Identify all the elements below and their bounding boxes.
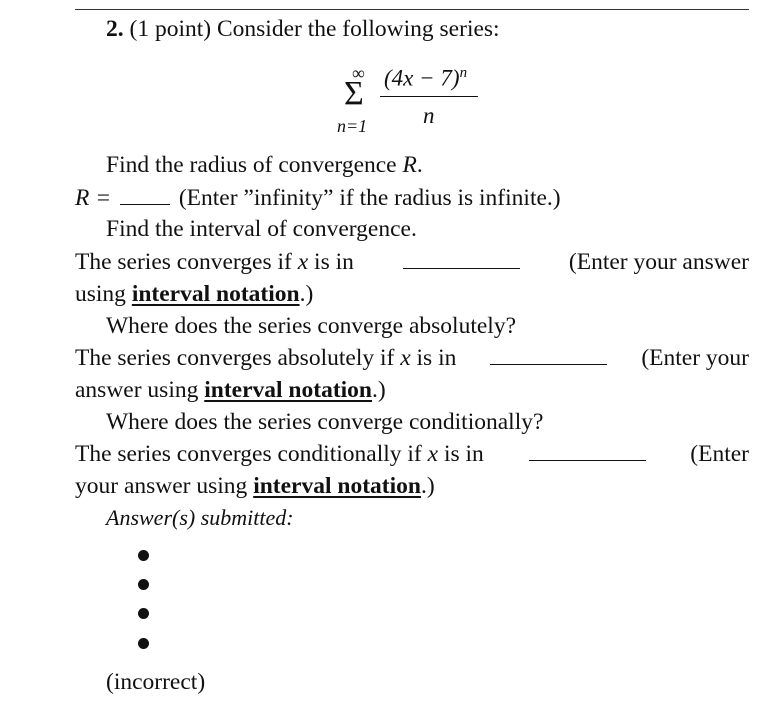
submission-status: (incorrect) <box>106 669 206 695</box>
radius-label: R = <box>75 185 112 211</box>
submitted-answer-bullet <box>138 550 149 561</box>
interval-notation-link[interactable]: interval notation <box>131 281 300 307</box>
conditional-prompt: Where does the series converge condition… <box>106 409 544 435</box>
conditional-tail: (Enter <box>690 441 749 467</box>
sigma-symbol: Σ <box>344 75 364 112</box>
numerator: (4x − 7)n <box>384 66 467 90</box>
problem-intro: Consider the following series: <box>216 16 500 42</box>
absolute-lead: The series converges absolutely if x is … <box>75 345 457 371</box>
absolute-answer-blank[interactable] <box>490 363 608 365</box>
conditional-notation-link[interactable]: interval notation <box>253 473 421 499</box>
conditional-answer-line: The series converges conditionally if x … <box>75 441 749 467</box>
radius-prompt: Find the radius of convergence R. <box>106 152 423 178</box>
absolute-prompt: Where does the series converge absolutel… <box>106 313 516 339</box>
numerator-base: (4x − 7) <box>384 65 460 91</box>
submitted-answer-bullet <box>138 638 149 649</box>
interval-prompt: Find the interval of convergence. <box>106 216 417 242</box>
interval-answer-blank[interactable] <box>402 267 520 269</box>
interval-lead: The series converges if x is in <box>75 249 354 275</box>
numerator-exponent: n <box>459 65 468 81</box>
radius-answer-line: R = (Enter ”infinity” if the radius is i… <box>75 185 561 211</box>
conditional-lead: The series converges conditionally if x … <box>75 441 484 467</box>
sum-upper-limit: ∞ <box>352 63 365 83</box>
problem-number: 2. <box>106 16 124 42</box>
submitted-answer-bullet <box>138 608 149 619</box>
sum-lower-limit: n=1 <box>337 116 368 136</box>
answers-submitted-heading: Answer(s) submitted: <box>106 505 294 530</box>
absolute-answer-line: The series converges absolutely if x is … <box>75 345 749 371</box>
denominator: n <box>423 103 435 128</box>
interval-answer-line: The series converges if x is in (Enter y… <box>75 249 749 275</box>
radius-note: (Enter ”infinity” if the radius is infin… <box>178 185 561 211</box>
radius-answer-blank[interactable] <box>119 203 170 205</box>
absolute-note-line: answer using interval notation.) <box>75 377 386 403</box>
top-divider <box>75 9 749 10</box>
problem-header: 2. (1 point) Consider the following seri… <box>106 16 500 42</box>
submitted-answer-bullet <box>138 579 149 590</box>
conditional-note-line: your answer using interval notation.) <box>75 473 435 499</box>
interval-note-line: using interval notation.) <box>75 281 314 307</box>
fraction-bar <box>380 96 478 98</box>
problem-points: (1 point) <box>129 16 212 42</box>
absolute-notation-link[interactable]: interval notation <box>204 377 372 403</box>
conditional-answer-blank[interactable] <box>528 459 646 461</box>
absolute-tail: (Enter your <box>641 345 749 371</box>
interval-tail: (Enter your answer <box>568 249 749 275</box>
